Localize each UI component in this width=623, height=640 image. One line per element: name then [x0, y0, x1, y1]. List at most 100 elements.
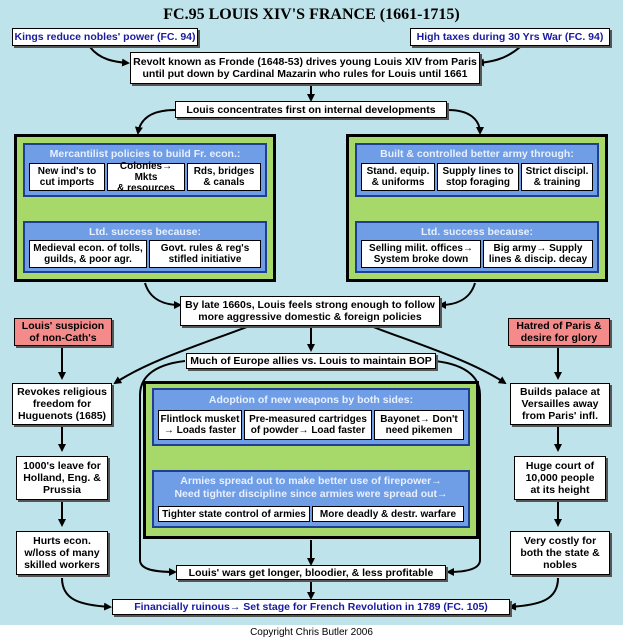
- ruinous-box: Financially ruinous→ Set stage for Frenc…: [112, 599, 510, 615]
- hurts-line: w/loss of many: [24, 547, 100, 559]
- diagram-canvas: FC.95 LOUIS XIV'S FRANCE (1661-1715): [0, 0, 623, 625]
- weapon-cell: Flintlock musket→ Loads faster: [158, 410, 242, 440]
- revokes-line: Revokes religious: [17, 386, 107, 398]
- weapon-cell-line: need pikemen: [385, 425, 453, 436]
- merc-ltd-line: guilds, & poor agr.: [44, 254, 132, 265]
- merc-ltd-panel: Ltd. success because: Medieval econ. of …: [23, 221, 267, 273]
- weapon-cell-line: of powder→ Load faster: [250, 425, 366, 436]
- leave-box: 1000's leave for Holland, Eng. & Prussia: [16, 456, 108, 500]
- army-ltd-line: Selling milit. offices→: [369, 243, 473, 254]
- mercantilist-panel: Mercantilist policies to build Fr. econ.…: [23, 143, 267, 197]
- weapon-cell-line: Bayonet→ Don't: [380, 414, 458, 425]
- kings-reduce-nobles-box: Kings reduce nobles' power (FC. 94): [12, 28, 198, 46]
- merc-ltd-line: Govt. rules & reg's: [160, 243, 250, 254]
- wars-text: Louis' wars get longer, bloodier, & less…: [188, 566, 434, 579]
- merc-cell-line: cut imports: [39, 177, 95, 188]
- hatred-box: Hatred of Paris & desire for glory: [508, 318, 610, 346]
- leave-line: 1000's leave for: [23, 460, 101, 472]
- army-cell-line: & uniforms: [371, 177, 425, 188]
- costly-line: nobles: [543, 559, 577, 571]
- revokes-line: Huguenots (1685): [17, 410, 107, 422]
- merc-cell: Rds, bridges& canals: [187, 163, 261, 191]
- spread-cell: Tighter state control of armies: [158, 506, 310, 522]
- costly-box: Very costly for both the state & nobles: [510, 531, 610, 575]
- army-ltd-line: System broke down: [373, 254, 469, 265]
- court-box: Huge court of 10,000 people at its heigh…: [514, 456, 606, 500]
- weapon-cell-line: → Loads faster: [163, 425, 237, 436]
- mercantilist-group: Mercantilist policies to build Fr. econ.…: [14, 134, 276, 282]
- merc-cell-line: New ind's to: [37, 166, 97, 177]
- hurts-box: Hurts econ. w/loss of many skilled worke…: [16, 531, 108, 575]
- page-title: FC.95 LOUIS XIV'S FRANCE (1661-1715): [163, 6, 460, 23]
- ruinous-text: Financially ruinous→ Set stage for Frenc…: [134, 601, 488, 613]
- spread-panel: Armies spread out to make better use of …: [152, 470, 470, 528]
- army-cell-line: & training: [533, 177, 581, 188]
- leave-line: Holland, Eng. &: [23, 472, 101, 484]
- versailles-line: from Paris' infl.: [521, 410, 598, 422]
- army-cell-line: Strict discipl.: [525, 166, 589, 177]
- army-ltd-line: lines & discip. decay: [488, 254, 588, 265]
- army-cell-line: stop foraging: [446, 177, 510, 188]
- hurts-line: Hurts econ.: [33, 535, 91, 547]
- suspicion-box: Louis' suspicion of non-Cath's: [14, 318, 112, 346]
- spread-line: Need tighter discipline since armies wer…: [174, 488, 448, 500]
- army-cell-line: Supply lines to: [442, 166, 514, 177]
- mercantilist-heading: Mercantilist policies to build Fr. econ.…: [49, 148, 241, 160]
- revokes-line: freedom for: [32, 398, 92, 410]
- merc-cell-line: & canals: [203, 177, 245, 188]
- merc-ltd-cell: Medieval econ. of tolls,guilds, & poor a…: [29, 240, 147, 268]
- copyright: Copyright Chris Butler 2006: [250, 627, 373, 638]
- leave-line: Prussia: [43, 484, 81, 496]
- internal-box: Louis concentrates first on internal dev…: [175, 101, 447, 118]
- allies-box: Much of Europe allies vs. Louis to maint…: [186, 353, 436, 369]
- fronde-box: Revolt known as Fronde (1648-53) drives …: [130, 52, 480, 84]
- wars-box: Louis' wars get longer, bloodier, & less…: [176, 565, 446, 580]
- army-cell: Strict discipl.& training: [521, 163, 593, 191]
- costly-line: Very costly for: [523, 535, 597, 547]
- army-cell: Stand. equip.& uniforms: [361, 163, 435, 191]
- spread-cell: More deadly & destr. warfare: [312, 506, 464, 522]
- kings-reduce-nobles-text: Kings reduce nobles' power (FC. 94): [14, 31, 196, 43]
- weapons-heading: Adoption of new weapons by both sides:: [208, 394, 414, 406]
- allies-text: Much of Europe allies vs. Louis to maint…: [190, 355, 432, 367]
- costly-line: both the state &: [520, 547, 600, 559]
- army-cell-line: Stand. equip.: [366, 166, 430, 177]
- weapon-cell-line: Pre-measured cartridges: [249, 414, 367, 425]
- army-heading: Built & controlled better army through:: [380, 148, 574, 160]
- merc-ltd-line: Medieval econ. of tolls,: [33, 243, 143, 254]
- weapons-group: Adoption of new weapons by both sides: F…: [143, 381, 479, 539]
- versailles-box: Builds palace at Versailles away from Pa…: [510, 383, 610, 425]
- revokes-box: Revokes religious freedom for Huguenots …: [12, 383, 112, 425]
- army-ltd-heading: Ltd. success because:: [420, 226, 534, 238]
- weapons-panel: Adoption of new weapons by both sides: F…: [152, 388, 470, 446]
- fronde-line: until put down by Cardinal Mazarin who r…: [142, 68, 468, 80]
- army-ltd-line: Big army→ Supply: [493, 243, 583, 254]
- internal-text: Louis concentrates first on internal dev…: [186, 103, 436, 116]
- spread-cell-text: More deadly & destr. warfare: [319, 508, 457, 520]
- merc-cell: Colonies→ Mkts& resources: [107, 160, 185, 194]
- versailles-line: Versailles away: [521, 398, 599, 410]
- versailles-line: Builds palace at: [520, 386, 600, 398]
- army-group: Built & controlled better army through: …: [346, 134, 608, 282]
- merc-ltd-line: stifled initiative: [168, 254, 242, 265]
- hatred-line: desire for glory: [520, 332, 598, 344]
- spread-cell-text: Tighter state control of armies: [162, 508, 306, 520]
- army-panel: Built & controlled better army through: …: [355, 143, 599, 197]
- spread-line: Armies spread out to make better use of …: [180, 475, 442, 487]
- high-taxes-box: High taxes during 30 Yrs War (FC. 94): [410, 28, 610, 46]
- court-line: at its height: [530, 484, 590, 496]
- hurts-line: skilled workers: [24, 559, 100, 571]
- strong-box: By late 1660s, Louis feels strong enough…: [180, 296, 440, 326]
- merc-cell-line: Colonies→ Mkts: [119, 160, 173, 183]
- army-ltd-panel: Ltd. success because: Selling milit. off…: [355, 221, 599, 273]
- suspicion-line: Louis' suspicion: [21, 320, 105, 332]
- hatred-line: Hatred of Paris &: [516, 320, 602, 332]
- high-taxes-text: High taxes during 30 Yrs War (FC. 94): [416, 31, 604, 43]
- court-line: Huge court of: [525, 460, 595, 472]
